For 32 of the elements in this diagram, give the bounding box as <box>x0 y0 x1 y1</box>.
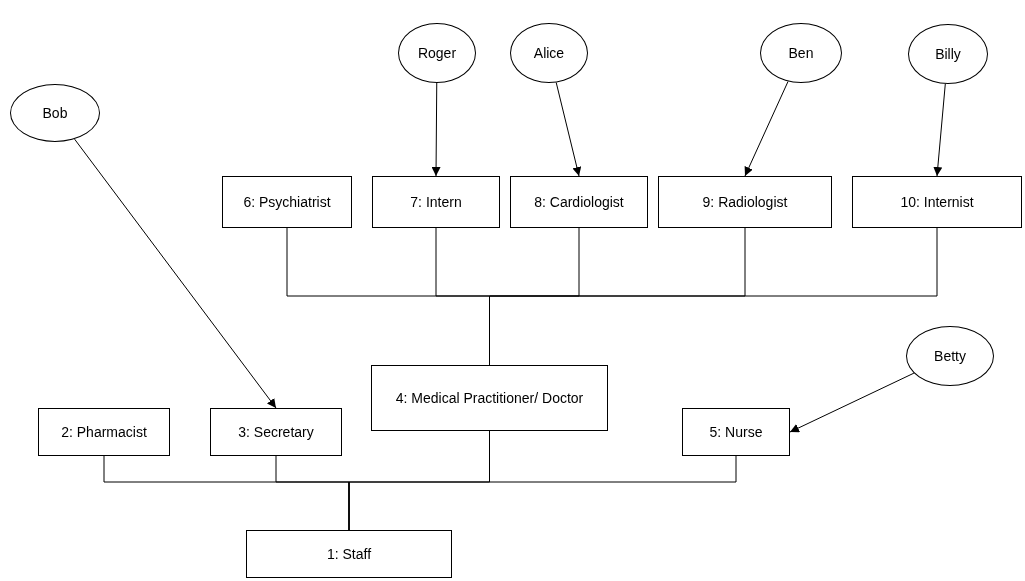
node-label: 10: Internist <box>900 192 974 212</box>
node-label: Bob <box>42 103 68 123</box>
node-label: 3: Secretary <box>238 422 314 442</box>
role-box <box>38 408 170 456</box>
node-label: 1: Staff <box>326 544 372 564</box>
arrow <box>555 82 582 177</box>
role-box <box>372 176 500 228</box>
node-label: Alice <box>533 43 565 63</box>
arrow <box>933 83 946 177</box>
node-label: 5: Nurse <box>709 422 763 442</box>
node-label: Billy <box>935 44 961 64</box>
role-box <box>210 408 342 456</box>
node-label: Betty <box>934 346 966 366</box>
role-box <box>852 176 1022 228</box>
connector-line <box>348 455 737 531</box>
node-label: 2: Pharmacist <box>61 422 147 442</box>
name-ellipse <box>906 326 994 386</box>
node-label: 7: Intern <box>410 192 462 212</box>
arrow <box>74 138 277 409</box>
role-box <box>658 176 832 228</box>
arrow <box>431 82 441 177</box>
role-box <box>510 176 648 228</box>
node-label: 9: Radiologist <box>702 192 788 212</box>
role-box <box>246 530 452 578</box>
role-box <box>682 408 790 456</box>
node-label: 6: Psychiatrist <box>243 192 331 212</box>
role-box <box>371 365 608 431</box>
role-box <box>222 176 352 228</box>
node-label: 8: Cardiologist <box>534 192 624 212</box>
node-label: Roger <box>417 43 457 63</box>
node-label: Ben <box>788 43 814 63</box>
node-label: 4: Medical Practitioner/ Doctor <box>395 388 584 408</box>
